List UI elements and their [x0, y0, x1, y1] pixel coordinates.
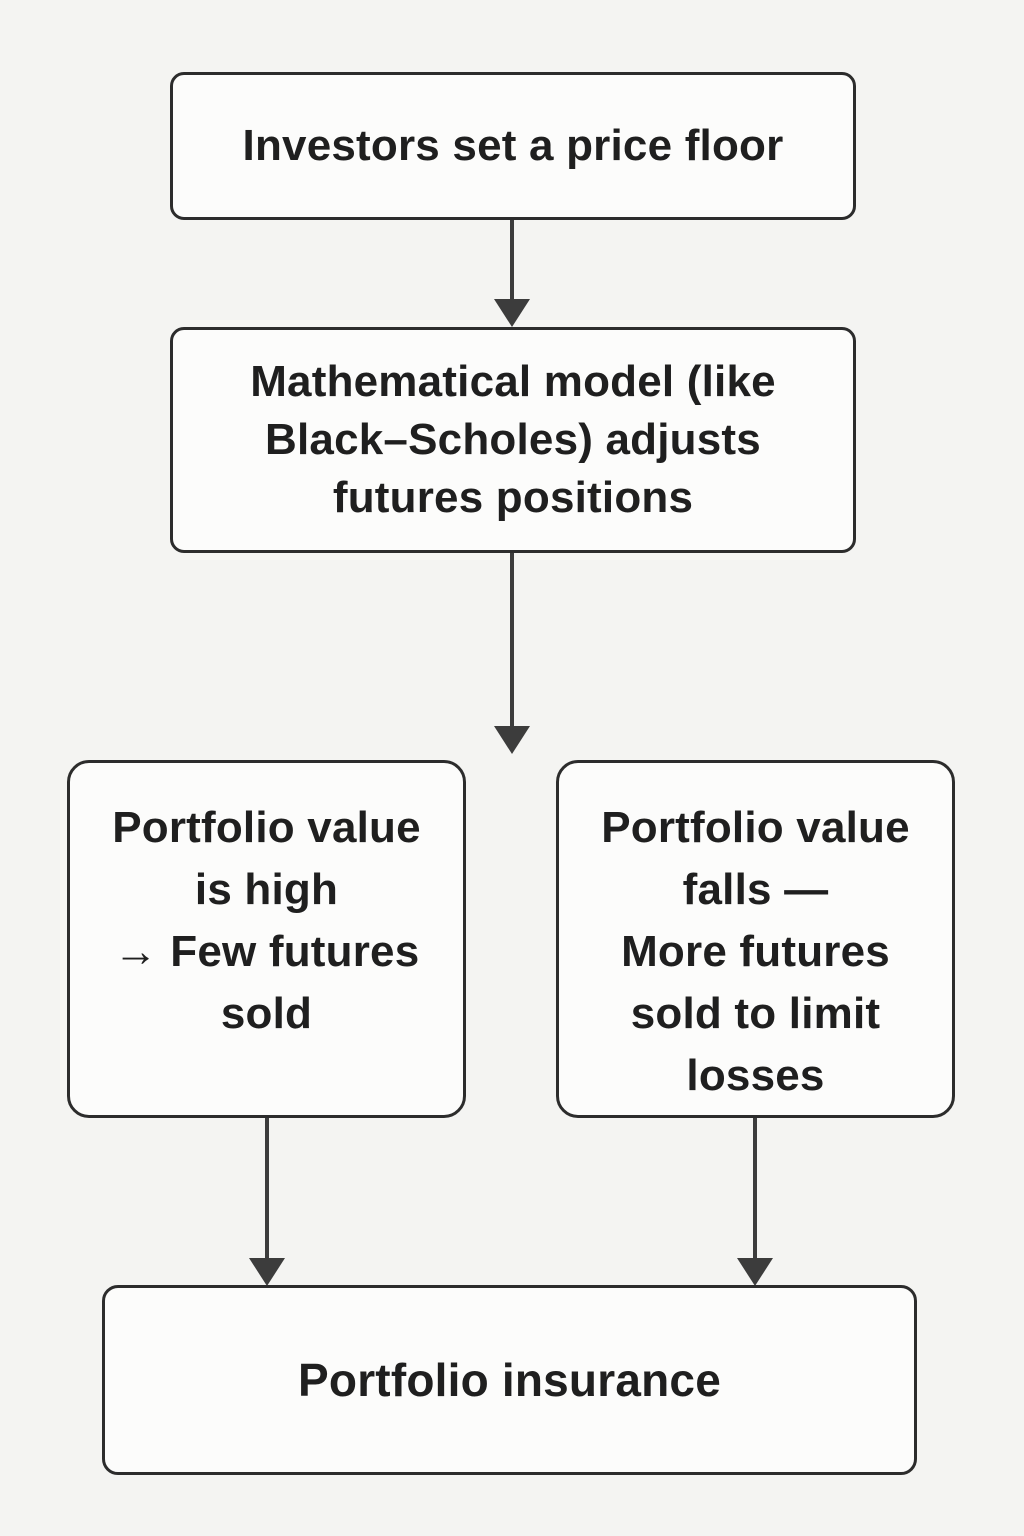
- arrow-shaft: [265, 1118, 269, 1258]
- node-portfolio-value-falls-label: Portfolio value falls — More futures sol…: [601, 803, 910, 1100]
- node-price-floor: Investors set a price floor: [170, 72, 856, 220]
- arrow-down-icon: [249, 1258, 285, 1286]
- arrow-value-falls-to-insurance: [737, 1118, 773, 1286]
- node-portfolio-value-falls: Portfolio value falls — More futures sol…: [556, 760, 955, 1118]
- arrow-model-to-branches: [494, 553, 530, 754]
- node-price-floor-label: Investors set a price floor: [242, 121, 784, 170]
- node-mathematical-model: Mathematical model (like Black–Scholes) …: [170, 327, 856, 553]
- node-portfolio-insurance: Portfolio insurance: [102, 1285, 917, 1475]
- arrow-value-high-to-insurance: [249, 1118, 285, 1286]
- node-portfolio-insurance-label: Portfolio insurance: [298, 1354, 721, 1406]
- node-mathematical-model-label: Mathematical model (like Black–Scholes) …: [250, 357, 776, 522]
- arrow-price-floor-to-model: [494, 220, 530, 327]
- node-portfolio-value-high-label: Portfolio value is high → Few futures so…: [112, 803, 421, 1038]
- node-portfolio-value-high: Portfolio value is high → Few futures so…: [67, 760, 466, 1118]
- arrow-shaft: [753, 1118, 757, 1258]
- arrow-down-icon: [737, 1258, 773, 1286]
- arrow-shaft: [510, 553, 514, 726]
- arrow-shaft: [510, 220, 514, 299]
- arrow-down-icon: [494, 726, 530, 754]
- arrow-down-icon: [494, 299, 530, 327]
